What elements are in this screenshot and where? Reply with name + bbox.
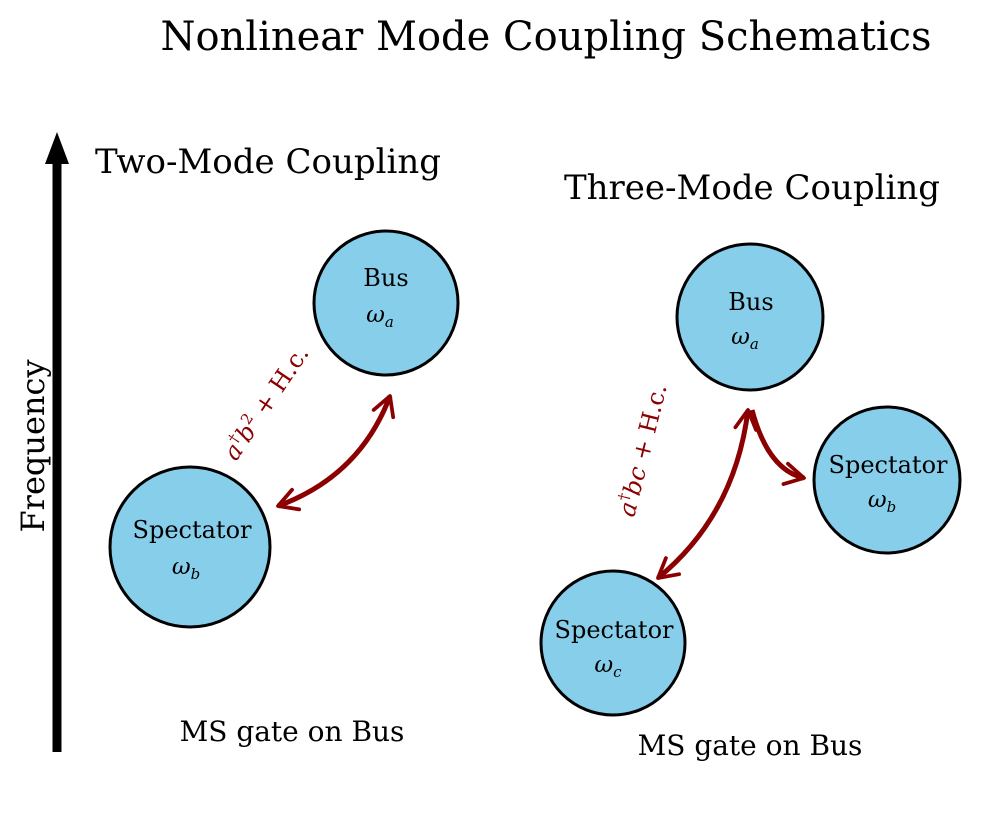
three-mode-panel: Three-Mode Coupling Bus ωa Spectator ωb …: [539, 168, 962, 762]
two-mode-spectator-frequency: ωb: [172, 554, 200, 583]
three-mode-bus-frequency: ωa: [731, 324, 759, 353]
page-title: Nonlinear Mode Coupling Schematics: [160, 14, 931, 60]
two-mode-coupling-arrow: [276, 394, 396, 512]
two-mode-panel: Two-Mode Coupling Bus ωa Spectator ωb a†…: [95, 142, 460, 748]
three-mode-spectator-b-label: Spectator: [829, 451, 948, 479]
three-mode-spectator-c-label: Spectator: [555, 616, 674, 644]
three-mode-footer: MS gate on Bus: [638, 729, 863, 762]
three-mode-spectator-c-node: Spectator ωc: [539, 569, 687, 717]
two-mode-coupling-label: a†b2 + H.c.: [216, 339, 315, 465]
three-mode-bus-node: Bus ωa: [675, 242, 825, 392]
three-mode-spectator-c-frequency: ωc: [594, 652, 622, 681]
three-mode-spectator-b-frequency: ωb: [868, 487, 896, 516]
two-mode-bus-node: Bus ωa: [312, 229, 460, 377]
two-mode-heading: Two-Mode Coupling: [95, 142, 441, 182]
two-mode-spectator-node: Spectator ωb: [108, 465, 272, 629]
three-mode-coupling-label: a†bc + H.c.: [611, 381, 673, 520]
two-mode-bus-frequency: ωa: [366, 302, 394, 331]
two-mode-bus-label: Bus: [363, 264, 408, 292]
three-mode-coupling-arrow-c: [656, 408, 758, 580]
three-mode-heading: Three-Mode Coupling: [564, 168, 940, 208]
three-mode-bus-label: Bus: [728, 288, 773, 316]
three-mode-coupling-arrow-b: [749, 409, 806, 486]
two-mode-footer: MS gate on Bus: [180, 715, 405, 748]
frequency-axis-arrowhead: [45, 132, 69, 164]
frequency-axis-label: Frequency: [14, 359, 52, 532]
two-mode-spectator-label: Spectator: [133, 516, 252, 544]
three-mode-spectator-b-node: Spectator ωb: [812, 405, 962, 555]
